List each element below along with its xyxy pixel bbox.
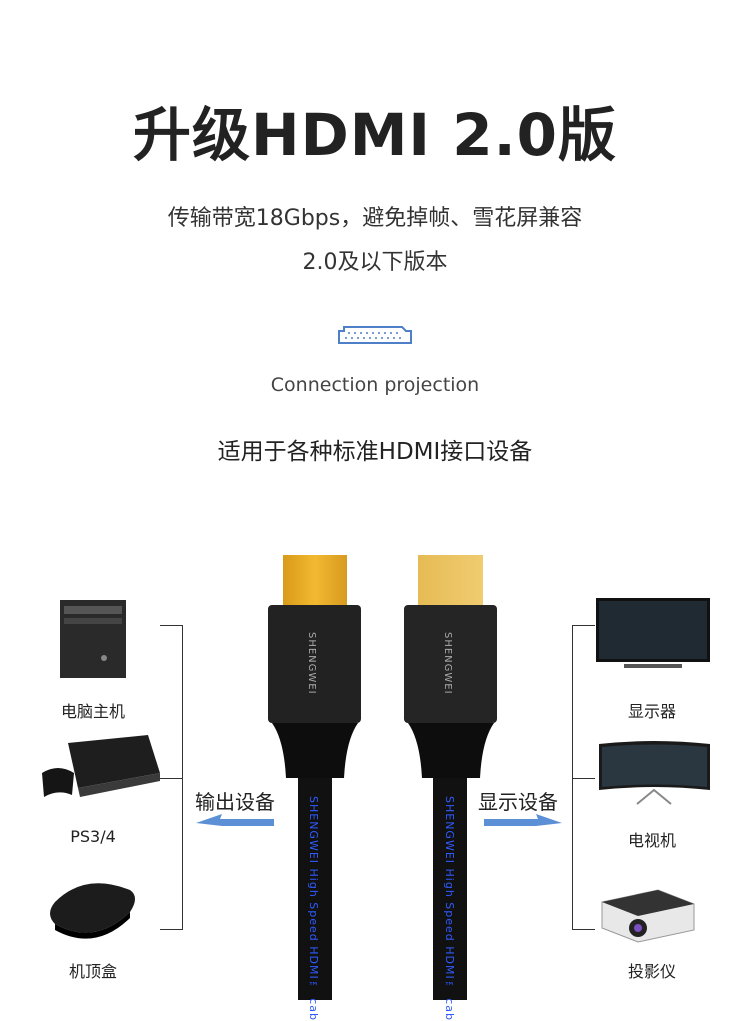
projector-icon — [601, 889, 695, 943]
subtitle-line1: 传输带宽18Gbps，避免掉帧、雪花屏兼容 — [167, 206, 583, 231]
set-top-box-icon — [50, 883, 135, 939]
desktop-pc-icon — [60, 600, 126, 678]
connector-brand-right: SHENGWEI — [442, 632, 453, 695]
output-devices-heading: 输出设备 — [195, 790, 275, 814]
right-bracket-tick — [572, 778, 595, 779]
cable-print-right: SHENGWEI High Speed HDMI™ cab — [443, 796, 456, 1021]
cable-print-left: SHENGWEI High Speed HDMI™ cab — [307, 796, 320, 1021]
hdmi-cable-image — [268, 555, 497, 1000]
device-label-monitor: 显示器 — [627, 702, 676, 721]
arrow-right-icon — [484, 814, 562, 826]
left-bracket-tick — [160, 778, 183, 779]
section-title-en: Connection projection — [270, 374, 480, 396]
section-title-cn: 适用于各种标准HDMI接口设备 — [217, 439, 533, 465]
device-label-stb: 机顶盒 — [68, 962, 117, 981]
page-title: 升级HDMI 2.0版 — [133, 101, 617, 169]
tv-icon — [599, 741, 710, 805]
device-label-tv: 电视机 — [627, 831, 676, 850]
connector-brand-left: SHENGWEI — [306, 632, 317, 695]
left-bracket — [160, 625, 183, 930]
device-label-ps: PS3/4 — [70, 827, 116, 846]
right-bracket — [572, 625, 595, 930]
ps3-console-icon — [42, 735, 160, 797]
display-devices-heading: 显示设备 — [478, 790, 558, 814]
arrow-left-icon — [196, 814, 274, 826]
device-label-projector: 投影仪 — [627, 962, 676, 981]
device-label-pc: 电脑主机 — [60, 702, 125, 721]
subtitle-line2: 2.0及以下版本 — [302, 250, 448, 275]
monitor-icon — [596, 598, 710, 668]
hdmi-port-icon — [338, 326, 412, 344]
